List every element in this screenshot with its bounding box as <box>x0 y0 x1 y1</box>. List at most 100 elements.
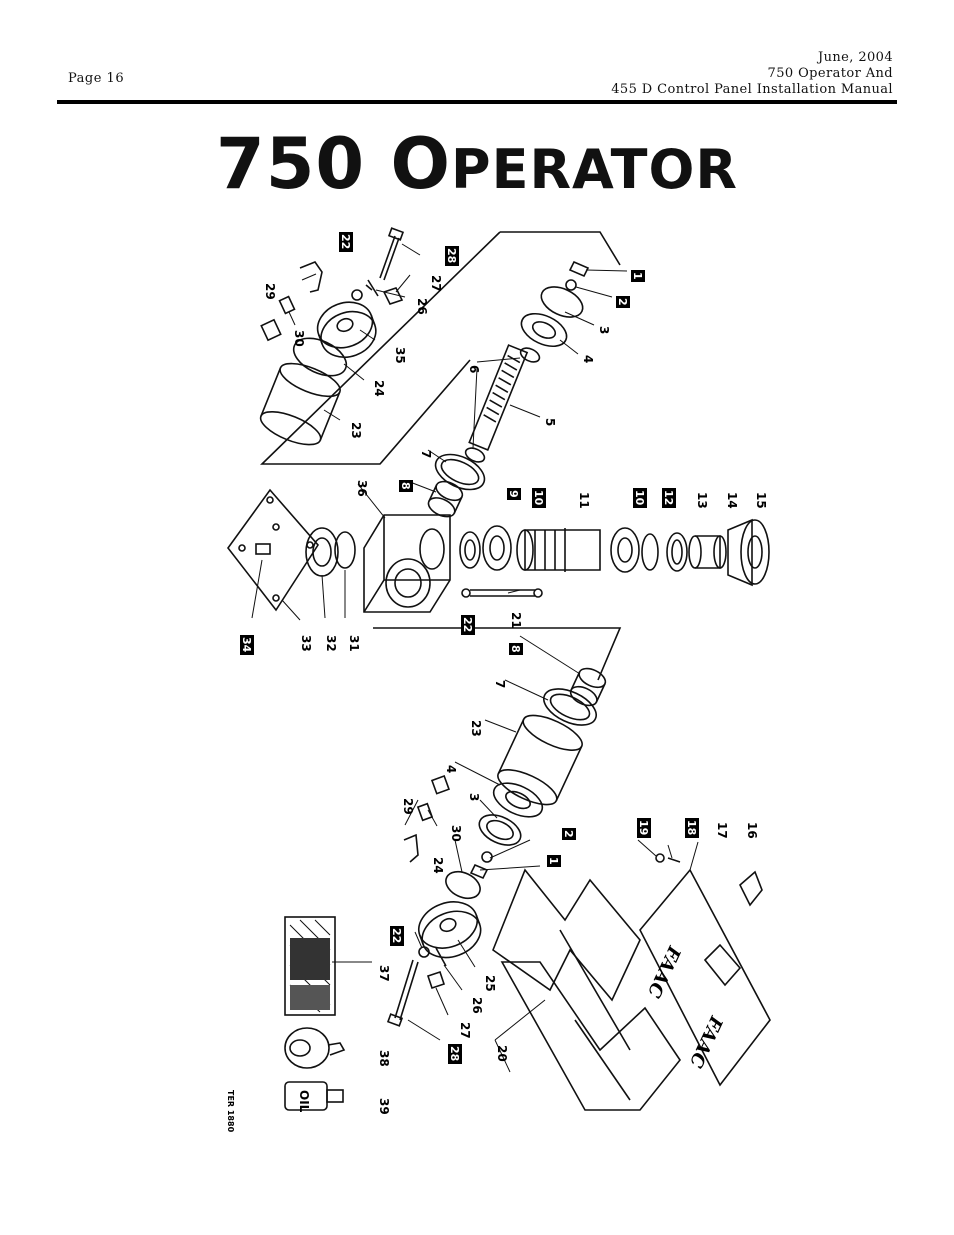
callout-c29b: 29 <box>401 798 415 815</box>
title-number: 750 <box>216 123 366 205</box>
callout-number: 22 <box>339 234 352 249</box>
callout-c39: 39 <box>377 1098 391 1115</box>
callout-number: 36 <box>355 480 369 497</box>
lower-bolt-head <box>386 1013 404 1027</box>
callout-c3a: 3 <box>597 326 611 334</box>
callout-c1b: 1 <box>547 855 561 867</box>
gear-housing <box>363 514 451 613</box>
callout-box <box>445 246 459 266</box>
output-flange <box>727 518 770 587</box>
callout-number: 16 <box>745 822 759 839</box>
upper-piston-head <box>520 312 568 348</box>
callout-c1a: 1 <box>631 270 645 282</box>
callout-c2a: 2 <box>616 296 630 308</box>
callout-c14: 14 <box>725 492 739 509</box>
callout-c19: 19 <box>637 818 651 838</box>
running-header: June, 2004 750 Operator And 455 D Contro… <box>611 50 893 98</box>
cover-shell-lower <box>500 961 681 1111</box>
callout-box <box>547 855 561 867</box>
upper-oring-small <box>519 347 541 363</box>
callout-c11: 11 <box>577 492 591 509</box>
callout-c27a: 27 <box>429 275 443 292</box>
callout-number: 30 <box>449 825 463 842</box>
callout-c36: 36 <box>355 480 369 497</box>
callout-box <box>399 480 413 492</box>
upper-bushing <box>427 480 464 518</box>
callout-number: 18 <box>685 820 698 835</box>
upper-cap-part <box>316 301 377 358</box>
callout-c4a: 4 <box>581 355 595 363</box>
callout-number: 32 <box>324 635 338 652</box>
callout-number: 21 <box>509 612 523 629</box>
lower-nut <box>430 775 450 795</box>
callout-number: 28 <box>448 1046 461 1061</box>
plate-bearing <box>305 527 339 577</box>
header-date: June, 2004 <box>818 50 893 65</box>
callout-c8b: 8 <box>509 643 523 655</box>
callout-c9: 9 <box>507 488 521 500</box>
callout-number: 29 <box>401 798 415 815</box>
callout-c3b: 3 <box>467 793 481 801</box>
bearing-left <box>482 525 512 571</box>
callout-box <box>616 296 630 308</box>
callout-box <box>509 643 523 655</box>
output-shaft <box>516 528 601 572</box>
callout-c34: 34 <box>240 635 254 655</box>
callout-number: 11 <box>577 492 591 509</box>
header-rule <box>57 100 897 104</box>
callout-c28b: 28 <box>448 1044 462 1064</box>
guard-screw <box>667 857 681 863</box>
upper-bleed-screw <box>568 260 590 278</box>
spline-bushing <box>688 535 727 569</box>
housing-long-bolt <box>470 589 535 597</box>
callout-number: 27 <box>458 1022 472 1039</box>
title-first-letter: O <box>390 123 452 205</box>
bearing-right <box>610 527 640 573</box>
header-manual-title: 455 D Control Panel Installation Manual <box>611 82 893 97</box>
callout-c26a: 26 <box>415 298 429 315</box>
upper-washer <box>351 289 363 301</box>
callout-c13: 13 <box>695 492 709 509</box>
lower-bleed-screw <box>469 863 489 880</box>
callout-number: 26 <box>470 997 484 1014</box>
lower-elbow-fitting <box>403 833 419 863</box>
piston-rack <box>468 344 529 452</box>
lower-bushing <box>569 667 607 707</box>
callout-box <box>637 818 651 838</box>
callout-c10b: 10 <box>633 488 647 508</box>
upper-elbow-fitting <box>299 261 323 293</box>
callout-number: 1 <box>631 272 644 280</box>
callout-box <box>390 926 404 946</box>
housing-washer <box>461 588 471 598</box>
callout-number: 25 <box>483 975 497 992</box>
upper-screw <box>365 279 379 297</box>
callout-number: 15 <box>754 492 768 509</box>
guard-brand-mark-1: FAAC <box>642 942 685 1001</box>
callout-c5: 5 <box>543 418 557 426</box>
page-title: 750 OPERATOR <box>0 122 954 212</box>
callout-number: 34 <box>240 637 253 653</box>
callout-number: 29 <box>263 283 277 300</box>
callout-c25: 25 <box>483 975 497 992</box>
header-product-line: 750 Operator And <box>767 66 893 81</box>
page-number: Page 16 <box>68 71 125 86</box>
callout-box <box>240 635 254 655</box>
guard-clip <box>739 870 763 907</box>
callout-box <box>685 818 699 838</box>
callout-number: 39 <box>377 1098 391 1115</box>
callout-number: 31 <box>347 635 361 652</box>
callout-c32: 32 <box>324 635 338 652</box>
callout-number: 8 <box>509 645 522 653</box>
upper-oring <box>292 337 348 377</box>
callout-number: 38 <box>377 1050 391 1067</box>
callout-c8a: 8 <box>399 480 413 492</box>
callout-box <box>562 828 576 840</box>
callout-c30b: 30 <box>449 825 463 842</box>
shaft-seal <box>459 531 481 569</box>
upper-cylinder <box>259 362 341 446</box>
callout-c35: 35 <box>393 347 407 364</box>
callout-number: 26 <box>415 298 429 315</box>
callout-c18: 18 <box>685 818 699 838</box>
